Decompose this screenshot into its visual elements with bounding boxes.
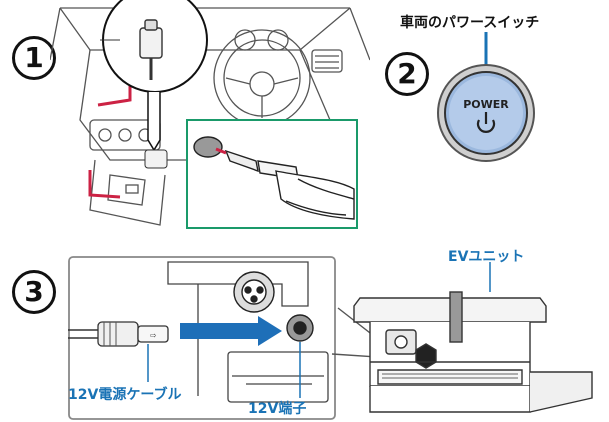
connector-icon: ⇨ — [68, 256, 336, 420]
terminal-12v-label: 12V端子 — [248, 401, 307, 417]
power-button[interactable]: POWER — [430, 32, 540, 162]
step-number-1: 1 — [12, 36, 56, 80]
car-interior-icon — [50, 0, 370, 226]
cable-12v-label: 12V電源ケーブル — [68, 387, 182, 403]
power-icon — [476, 112, 496, 133]
power-button-text: POWER — [463, 98, 509, 111]
step-number-3: 3 — [12, 270, 56, 314]
ev-unit-label: EVユニット — [448, 249, 525, 265]
step-number-2: 2 — [385, 52, 429, 96]
ev-unit-icon — [331, 262, 593, 413]
power-switch-label: 車両のパワースイッチ — [400, 15, 540, 31]
cigarette-plug-icon — [186, 119, 358, 229]
svg-text:⇨: ⇨ — [150, 331, 157, 340]
arrow-right-icon — [180, 316, 282, 346]
